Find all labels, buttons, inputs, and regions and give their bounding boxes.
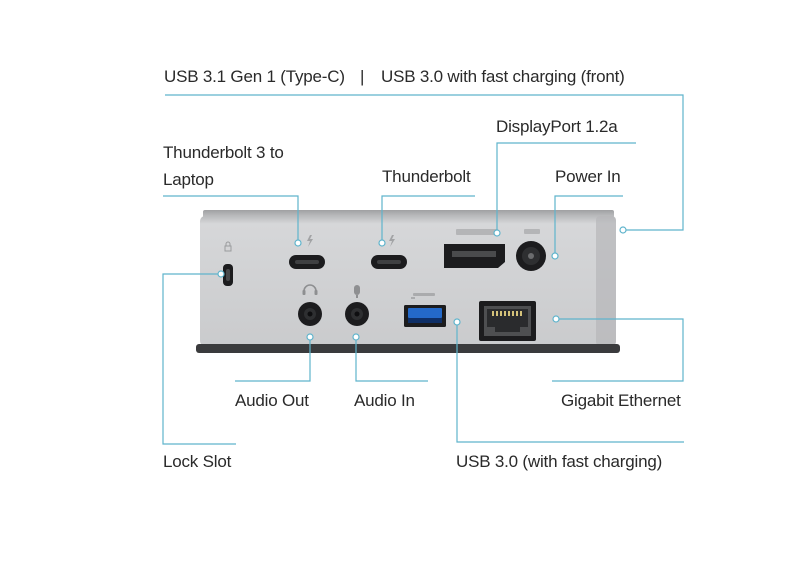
leader-audio-in <box>355 340 428 382</box>
leader-usb-front-dot <box>619 226 627 234</box>
label-usb31-gen1: USB 3.1 Gen 1 (Type-C) <box>164 67 345 86</box>
label-thunderbolt3-laptop: Thunderbolt 3 to Laptop <box>163 143 284 189</box>
displayport-port <box>444 229 505 268</box>
usb30-port <box>404 293 446 327</box>
label-thunderbolt: Thunderbolt <box>382 167 471 186</box>
lock-icon <box>224 241 232 252</box>
label-gigabit-ethernet: Gigabit Ethernet <box>561 391 681 410</box>
leader-lock <box>162 273 236 445</box>
leader-displayport <box>496 142 636 230</box>
device-base <box>196 344 620 353</box>
leader-usb30 <box>456 325 684 443</box>
label-separator: | <box>360 67 365 86</box>
leader-lines <box>162 94 684 445</box>
docking-station <box>196 210 620 353</box>
label-power-in: Power In <box>555 167 621 186</box>
label-usb30-fast-front: USB 3.0 with fast charging (front) <box>381 67 625 86</box>
leader-usb-front <box>165 94 684 231</box>
gigabit-ethernet-port <box>479 301 536 341</box>
leader-ethernet <box>552 318 684 382</box>
label-audio-in: Audio In <box>354 391 415 410</box>
leader-thunderbolt-dot <box>378 239 386 247</box>
leader-displayport-dot <box>493 229 501 237</box>
usb-icon <box>411 293 435 299</box>
thunderbolt3-laptop-port <box>289 235 325 269</box>
leader-ethernet-dot <box>552 315 560 323</box>
leader-power <box>554 195 623 253</box>
leader-lock-dot <box>217 270 225 278</box>
lock-slot-port <box>223 241 233 286</box>
audio-in-port <box>345 285 369 326</box>
label-audio-out: Audio Out <box>235 391 309 410</box>
power-in-port <box>516 229 546 271</box>
headphone-icon <box>302 284 318 295</box>
device-right-shade <box>596 216 616 346</box>
microphone-icon <box>354 285 360 298</box>
label-lock-slot: Lock Slot <box>163 452 232 471</box>
leader-thunderbolt3 <box>163 195 299 240</box>
thunderbolt-icon <box>307 235 313 247</box>
leader-thunderbolt3-dot <box>294 239 302 247</box>
leader-audio-in-dot <box>352 333 360 341</box>
leader-power-dot <box>551 252 559 260</box>
thunderbolt-port <box>371 235 407 269</box>
leader-usb30-dot <box>453 318 461 326</box>
thunderbolt-icon <box>389 235 395 247</box>
audio-out-port <box>298 284 322 326</box>
label-usb30-fast: USB 3.0 (with fast charging) <box>456 452 663 471</box>
leader-audio-out <box>235 340 311 382</box>
label-displayport: DisplayPort 1.2a <box>496 117 618 136</box>
power-icon <box>524 229 540 234</box>
leader-audio-out-dot <box>306 333 314 341</box>
leader-thunderbolt <box>381 195 475 240</box>
